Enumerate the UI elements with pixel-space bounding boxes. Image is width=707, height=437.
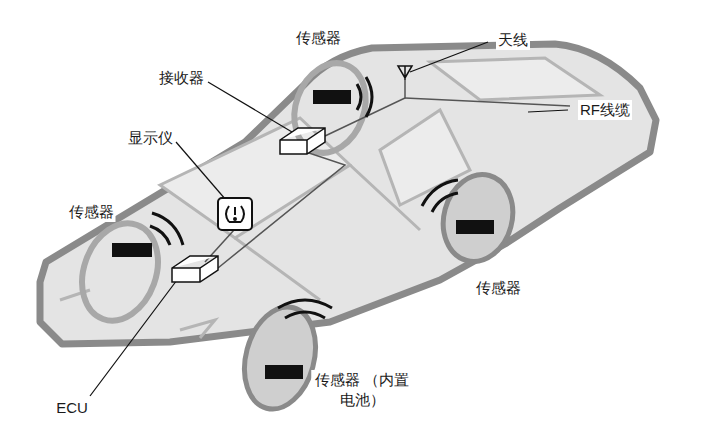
- part-label: 传感器: [67, 202, 116, 222]
- antenna: [398, 66, 412, 80]
- part-label: 接收器: [157, 68, 206, 88]
- display: [218, 198, 252, 230]
- leader-line: [90, 42, 568, 396]
- part-label: ECU: [54, 398, 90, 418]
- part-label: 传感器: [474, 278, 523, 298]
- part-label: 传感器: [294, 28, 343, 48]
- windshield: [160, 118, 350, 238]
- wiring: [205, 80, 570, 268]
- part-label: RF线缆: [578, 100, 632, 120]
- sensor: [112, 90, 494, 379]
- car-body: [40, 44, 656, 344]
- radio-wave: [150, 77, 458, 318]
- wheel: [69, 213, 171, 332]
- part-label: 显示仪: [126, 128, 175, 148]
- receiver: [280, 128, 325, 154]
- rear-window: [430, 58, 600, 100]
- body-line: [60, 165, 420, 338]
- ecu: [172, 256, 218, 282]
- part-label: 天线: [496, 30, 530, 50]
- part-label: 传感器 （内置电池）: [311, 370, 413, 410]
- tpms-icon: [226, 206, 244, 222]
